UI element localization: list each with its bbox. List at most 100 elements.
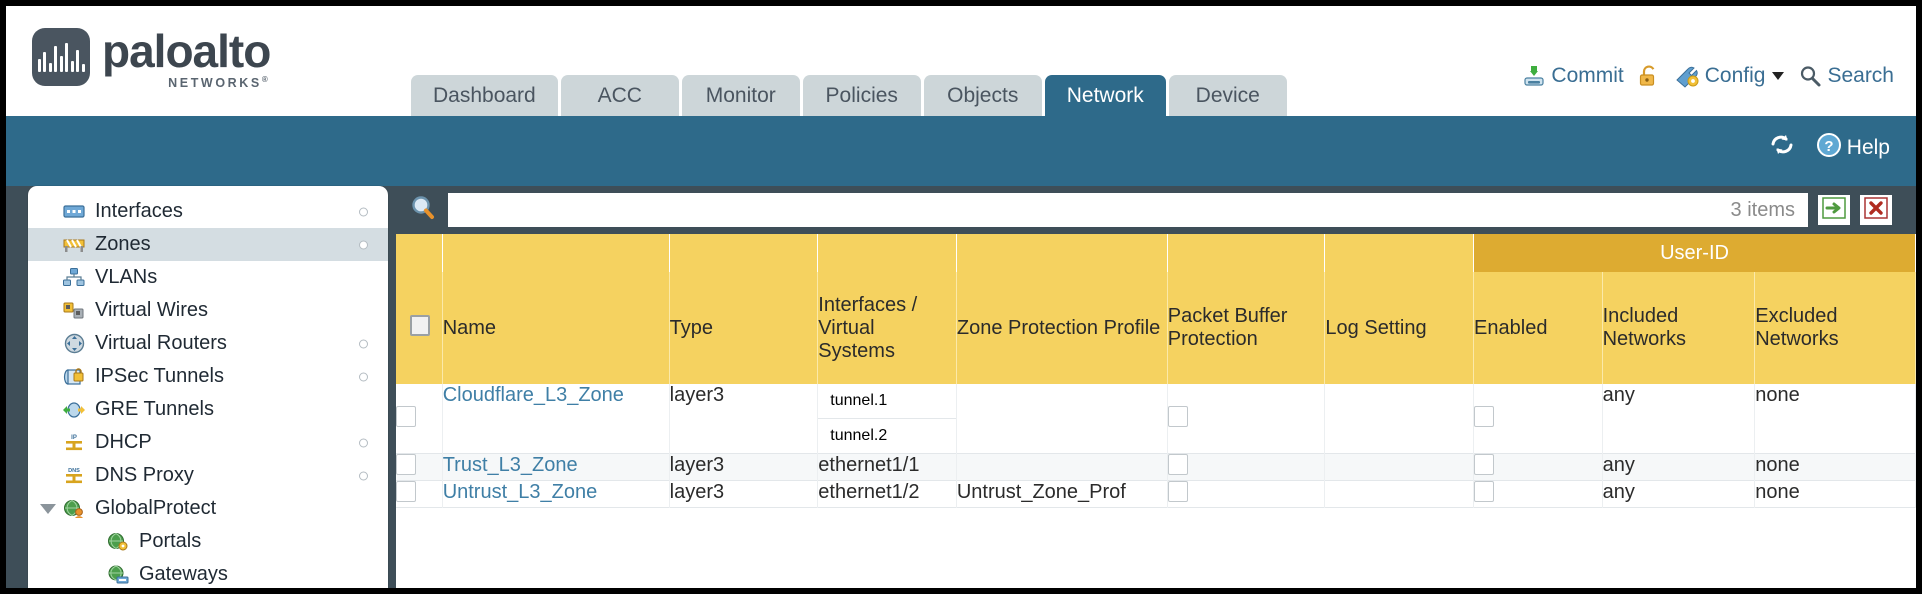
app-window: paloalto NETWORKS® Dashboard ACC Monitor… xyxy=(6,6,1916,588)
row-checkbox[interactable] xyxy=(396,454,416,475)
column-header-packet-buffer[interactable]: Packet Buffer Protection xyxy=(1167,272,1326,384)
select-all-checkbox[interactable] xyxy=(410,314,430,336)
cell-name[interactable]: Untrust_L3_Zone xyxy=(442,480,670,508)
cell-included-networks: any xyxy=(1602,384,1756,454)
packet-buffer-checkbox[interactable] xyxy=(1167,481,1188,502)
cell-zone-protection xyxy=(956,453,1168,481)
config-menu[interactable]: Config xyxy=(1674,64,1785,88)
zone-name-link[interactable]: Untrust_L3_Zone xyxy=(442,481,598,503)
cell-excluded-networks: none xyxy=(1754,453,1916,481)
item-count-label: 3 items xyxy=(1730,198,1795,221)
sidebar-item-dns-proxy[interactable]: DNS DNS Proxy xyxy=(28,459,388,492)
row-select-cell[interactable] xyxy=(396,453,443,481)
interface-item: tunnel.2 xyxy=(830,427,888,444)
table-body: Cloudflare_L3_Zone layer3 tunnel.1 tunne… xyxy=(396,384,1916,508)
cell-userid-enabled[interactable] xyxy=(1473,384,1603,454)
column-header-included-networks[interactable]: Included Networks xyxy=(1602,272,1756,384)
refresh-icon xyxy=(1768,132,1796,164)
clear-filter-button[interactable] xyxy=(1860,195,1892,225)
column-header-excluded-networks[interactable]: Excluded Networks xyxy=(1754,272,1916,384)
status-dot xyxy=(359,372,368,381)
expander-triangle-icon[interactable] xyxy=(40,503,56,514)
vlans-icon xyxy=(62,268,86,288)
column-header-log-setting[interactable]: Log Setting xyxy=(1324,272,1475,384)
cell-zone-protection xyxy=(956,384,1168,454)
userid-enabled-checkbox[interactable] xyxy=(1474,481,1495,502)
tab-network[interactable]: Network xyxy=(1044,75,1166,116)
search-button[interactable]: Search xyxy=(1798,64,1894,88)
row-checkbox[interactable] xyxy=(396,405,416,427)
lock-button[interactable] xyxy=(1638,64,1660,88)
red-x-clear-icon xyxy=(1864,196,1888,224)
cell-interfaces: ethernet1/2 xyxy=(817,480,957,508)
row-checkbox[interactable] xyxy=(396,481,416,502)
tab-dashboard[interactable]: Dashboard xyxy=(411,75,558,116)
paloalto-logo-icon xyxy=(32,28,90,86)
sidebar-item-virtual-wires[interactable]: Virtual Wires xyxy=(28,294,388,327)
row-select-cell[interactable] xyxy=(396,480,443,508)
gateways-icon xyxy=(106,565,130,585)
packet-buffer-checkbox[interactable] xyxy=(1167,454,1188,475)
sidebar-item-globalprotect[interactable]: GlobalProtect xyxy=(28,492,388,525)
help-button[interactable]: ? Help xyxy=(1816,132,1890,164)
group-blank xyxy=(396,234,443,272)
refresh-button[interactable] xyxy=(1768,132,1796,164)
cell-userid-enabled[interactable] xyxy=(1473,480,1603,508)
column-header-interfaces[interactable]: Interfaces / Virtual Systems xyxy=(817,272,957,384)
sidebar-label: VLANs xyxy=(95,266,158,288)
cell-packet-buffer[interactable] xyxy=(1167,480,1326,508)
cell-name[interactable]: Cloudflare_L3_Zone xyxy=(442,384,670,454)
globalprotect-icon xyxy=(62,499,86,519)
cell-packet-buffer[interactable] xyxy=(1167,453,1326,481)
group-blank xyxy=(1167,234,1326,272)
sidebar-item-vlans[interactable]: VLANs xyxy=(28,261,388,294)
select-all-header[interactable] xyxy=(396,272,443,384)
group-header-user-id: User-ID xyxy=(1473,234,1916,272)
table-row[interactable]: Cloudflare_L3_Zone layer3 tunnel.1 tunne… xyxy=(396,384,1916,454)
tab-objects[interactable]: Objects xyxy=(923,75,1042,116)
search-input[interactable]: 3 items xyxy=(448,193,1808,227)
cell-userid-enabled[interactable] xyxy=(1473,453,1603,481)
column-header-userid-enabled[interactable]: Enabled xyxy=(1473,272,1603,384)
tab-monitor[interactable]: Monitor xyxy=(681,75,800,116)
apply-filter-button[interactable] xyxy=(1818,195,1850,225)
sub-toolbar: ? Help xyxy=(6,116,1916,186)
brand-name: paloalto xyxy=(102,25,271,77)
sidebar-item-dhcp[interactable]: IP DHCP xyxy=(28,426,388,459)
column-header-name[interactable]: Name xyxy=(442,272,670,384)
commit-button[interactable]: Commit xyxy=(1522,64,1624,88)
packet-buffer-checkbox[interactable] xyxy=(1167,405,1188,427)
column-header-zone-protection[interactable]: Zone Protection Profile xyxy=(956,272,1168,384)
tab-policies[interactable]: Policies xyxy=(802,75,921,116)
row-select-cell[interactable] xyxy=(396,384,443,454)
userid-enabled-checkbox[interactable] xyxy=(1474,454,1495,475)
cell-name[interactable]: Trust_L3_Zone xyxy=(442,453,670,481)
dns-proxy-icon: DNS xyxy=(62,466,86,486)
cell-packet-buffer[interactable] xyxy=(1167,384,1326,454)
group-blank xyxy=(956,234,1168,272)
zones-icon xyxy=(62,235,86,255)
sidebar-item-virtual-routers[interactable]: Virtual Routers xyxy=(28,327,388,360)
tab-acc[interactable]: ACC xyxy=(560,75,679,116)
status-dot xyxy=(359,339,368,348)
sidebar-item-zones[interactable]: Zones xyxy=(28,228,388,261)
svg-text:IP: IP xyxy=(71,435,77,441)
status-dot xyxy=(359,471,368,480)
virtual-routers-icon xyxy=(62,333,86,354)
search-icon xyxy=(1798,64,1822,88)
svg-text:?: ? xyxy=(1824,138,1833,155)
zone-name-link[interactable]: Cloudflare_L3_Zone xyxy=(442,384,624,406)
table-row[interactable]: Untrust_L3_Zone layer3 ethernet1/2 Untru… xyxy=(396,480,1916,508)
userid-enabled-checkbox[interactable] xyxy=(1474,405,1495,427)
sub-toolbar-actions: ? Help xyxy=(1768,132,1890,164)
sidebar-item-gateways[interactable]: Gateways xyxy=(28,558,388,588)
column-header-type[interactable]: Type xyxy=(669,272,819,384)
sidebar-item-gre-tunnels[interactable]: GRE Tunnels xyxy=(28,393,388,426)
zone-name-link[interactable]: Trust_L3_Zone xyxy=(442,454,578,476)
tab-device[interactable]: Device xyxy=(1168,75,1287,116)
sidebar-item-interfaces[interactable]: Interfaces xyxy=(28,195,388,228)
sidebar-item-portals[interactable]: Portals xyxy=(28,525,388,558)
table-row[interactable]: Trust_L3_Zone layer3 ethernet1/1 xyxy=(396,453,1916,481)
filter-search-icon[interactable] xyxy=(408,193,438,228)
sidebar-item-ipsec-tunnels[interactable]: IPSec Tunnels xyxy=(28,360,388,393)
